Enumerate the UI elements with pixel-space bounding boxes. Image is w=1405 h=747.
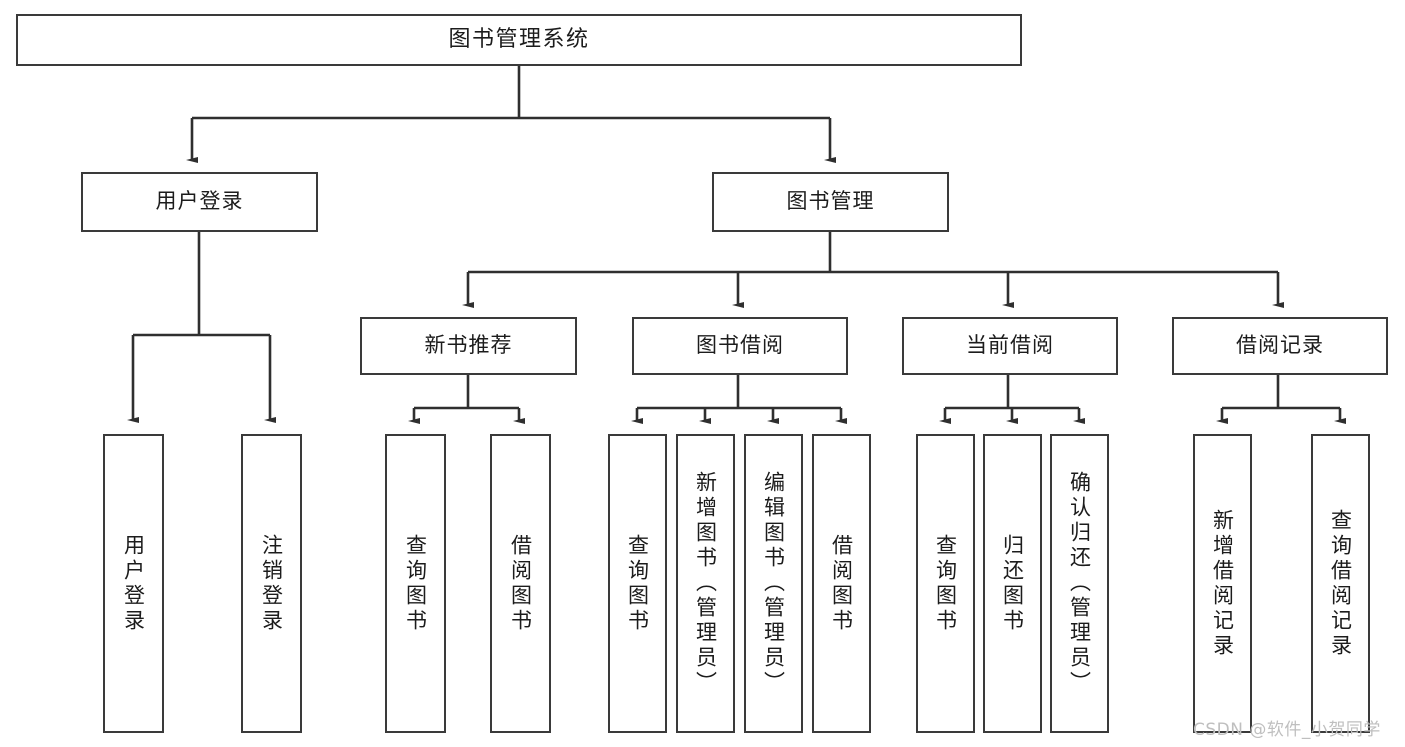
node-leaf-borrow-book-2[interactable]: 借阅图书 — [812, 434, 871, 733]
node-leaf-add-book[interactable]: 新增图书（管理员） — [676, 434, 735, 733]
csdn-watermark: CSDN @软件_小贺同学 — [1193, 720, 1381, 740]
node-book-manage-label: 图书管理 — [786, 189, 875, 214]
node-user-login-label: 用户登录 — [155, 189, 244, 214]
node-leaf-query-book-2-label: 查询图书 — [625, 533, 650, 634]
node-leaf-borrow-book-1-label: 借阅图书 — [508, 533, 533, 634]
node-leaf-query-book-3-label: 查询图书 — [933, 533, 958, 634]
node-leaf-return-book[interactable]: 归还图书 — [983, 434, 1042, 733]
node-leaf-query-book-3[interactable]: 查询图书 — [916, 434, 975, 733]
node-leaf-confirm-return-label: 确认归还（管理员） — [1067, 471, 1092, 696]
node-leaf-user-login[interactable]: 用户登录 — [103, 434, 164, 733]
node-leaf-user-login-label: 用户登录 — [121, 533, 146, 634]
node-book-borrow-label: 图书借阅 — [696, 333, 784, 358]
node-leaf-borrow-book-1[interactable]: 借阅图书 — [490, 434, 551, 733]
node-leaf-borrow-book-2-label: 借阅图书 — [829, 533, 854, 634]
node-leaf-add-book-label: 新增图书（管理员） — [693, 471, 718, 696]
node-leaf-add-record[interactable]: 新增借阅记录 — [1193, 434, 1252, 733]
node-current-borrow-label: 当前借阅 — [966, 333, 1054, 358]
node-borrow-record[interactable]: 借阅记录 — [1172, 317, 1388, 375]
node-current-borrow[interactable]: 当前借阅 — [902, 317, 1118, 375]
node-leaf-query-book-1[interactable]: 查询图书 — [385, 434, 446, 733]
node-leaf-return-book-label: 归还图书 — [1000, 533, 1025, 634]
node-root-system[interactable]: 图书管理系统 — [16, 14, 1022, 66]
node-borrow-record-label: 借阅记录 — [1236, 333, 1324, 358]
node-leaf-edit-book-label: 编辑图书（管理员） — [761, 471, 786, 696]
node-leaf-confirm-return[interactable]: 确认归还（管理员） — [1050, 434, 1109, 733]
node-leaf-query-book-2[interactable]: 查询图书 — [608, 434, 667, 733]
node-new-book-recommend[interactable]: 新书推荐 — [360, 317, 577, 375]
node-book-borrow[interactable]: 图书借阅 — [632, 317, 848, 375]
node-leaf-query-book-1-label: 查询图书 — [403, 533, 428, 634]
node-leaf-user-logout-label: 注销登录 — [259, 533, 284, 634]
node-leaf-query-record[interactable]: 查询借阅记录 — [1311, 434, 1370, 733]
node-leaf-user-logout[interactable]: 注销登录 — [241, 434, 302, 733]
node-leaf-edit-book[interactable]: 编辑图书（管理员） — [744, 434, 803, 733]
node-leaf-add-record-label: 新增借阅记录 — [1210, 508, 1235, 659]
node-user-login[interactable]: 用户登录 — [81, 172, 318, 232]
node-root-system-label: 图书管理系统 — [448, 26, 590, 52]
node-new-book-recommend-label: 新书推荐 — [424, 333, 513, 358]
node-leaf-query-record-label: 查询借阅记录 — [1328, 508, 1353, 659]
node-book-manage[interactable]: 图书管理 — [712, 172, 949, 232]
